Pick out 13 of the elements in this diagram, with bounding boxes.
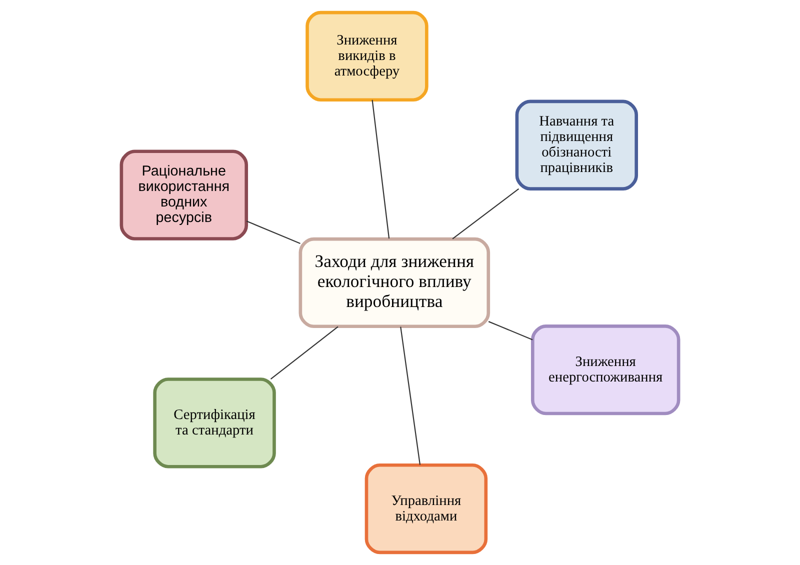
node-box: Зниження викидів в атмосферу	[306, 10, 428, 102]
connector	[400, 326, 421, 465]
node-box: Раціональне використання водних ресурсів	[120, 150, 248, 240]
node-box: Навчання та підвищення обізнаності працівників	[515, 100, 638, 190]
connector	[246, 220, 300, 244]
node-box: Управління відходами	[364, 463, 488, 554]
connector	[452, 188, 520, 240]
connector	[488, 321, 533, 340]
node-box: Заходи для зниження екологічного впливу виробництва	[298, 237, 490, 328]
node-box: Сертифікація та стандарти	[153, 378, 276, 468]
connector	[270, 326, 338, 380]
node-box: Зниження енергоспоживання	[530, 324, 680, 416]
connector	[372, 100, 390, 239]
